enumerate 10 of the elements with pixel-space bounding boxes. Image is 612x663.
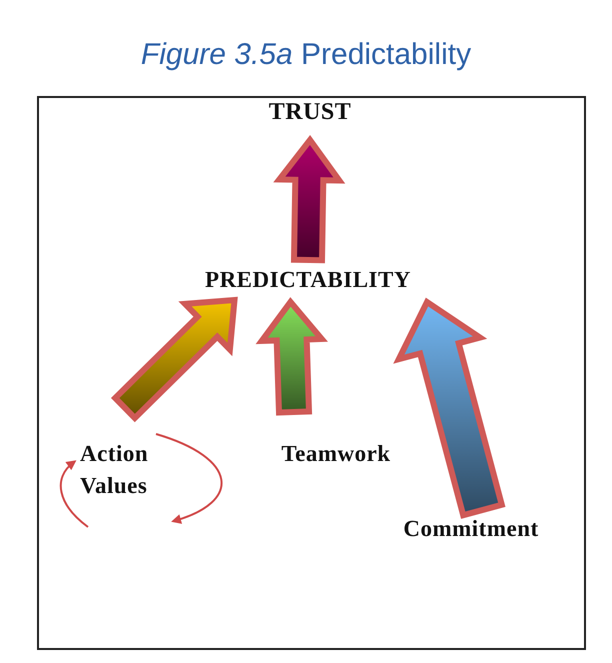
concept-label: PREDICTABILITY bbox=[133, 266, 483, 294]
concept-label: Teamwork bbox=[236, 440, 436, 468]
block-arrow bbox=[273, 135, 346, 264]
block-arrow bbox=[393, 298, 506, 519]
block-arrow bbox=[110, 296, 238, 422]
concept-label: Commitment bbox=[356, 515, 586, 543]
figure-title: Figure 3.5a Predictability bbox=[140, 38, 472, 72]
concept-label: TRUST bbox=[230, 98, 390, 126]
concept-label: Action Values bbox=[80, 438, 190, 502]
block-arrow bbox=[256, 297, 328, 416]
